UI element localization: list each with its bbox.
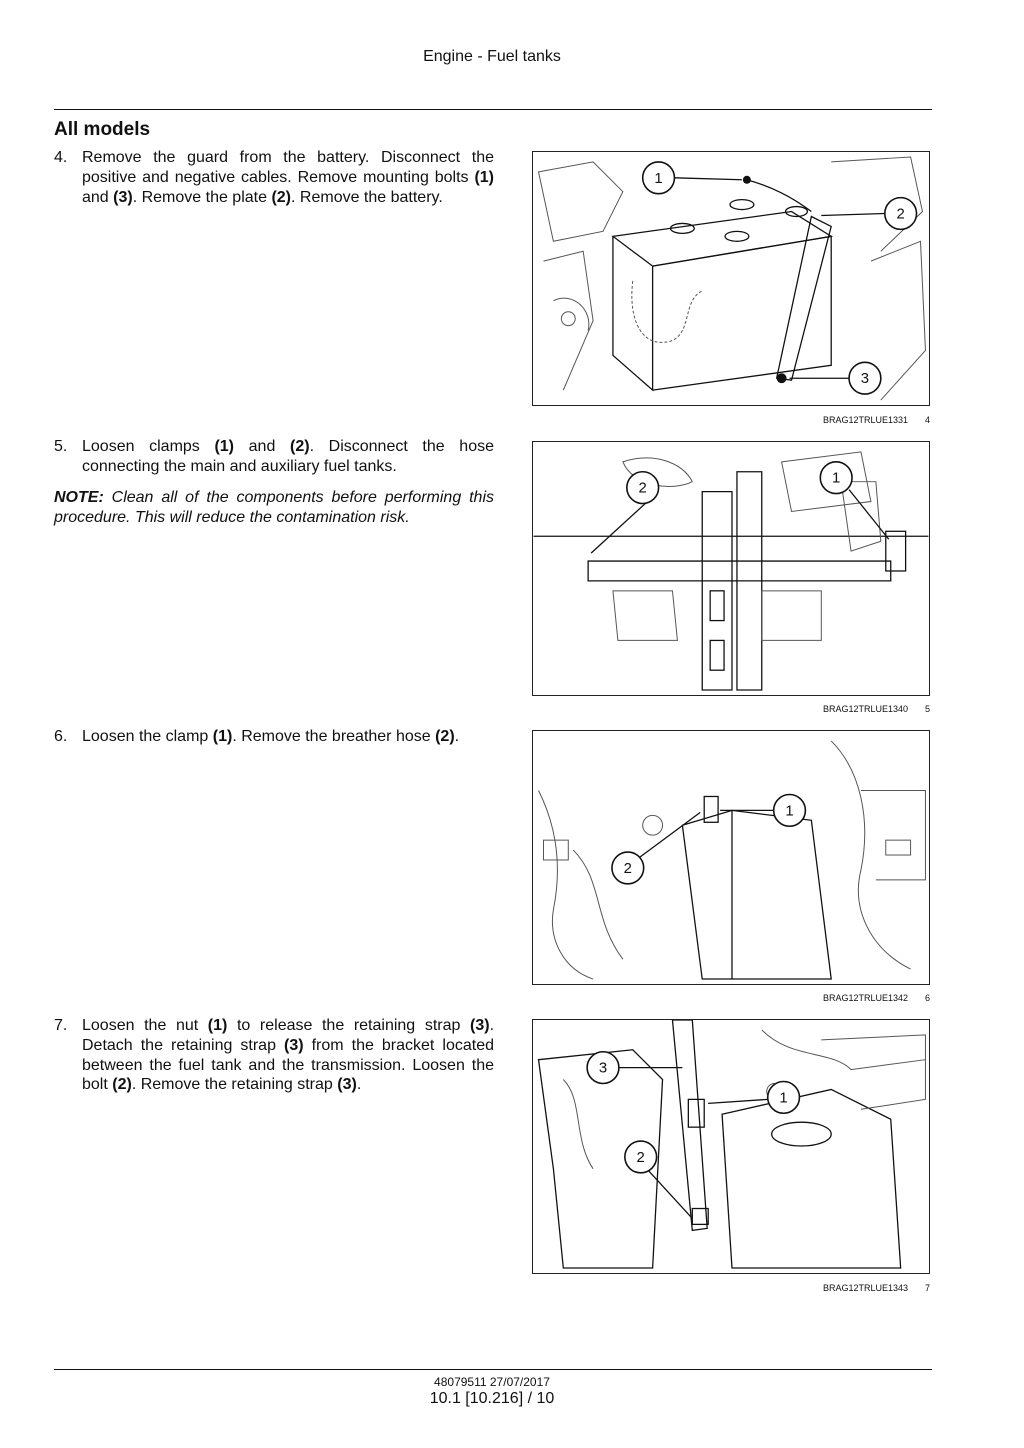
step-text-run: . Remove the battery. [291,188,443,206]
note: NOTE: Clean all of the components before… [54,488,494,528]
step-text-run: and [234,438,290,455]
figure-callout-group: 1 2 [611,793,807,885]
step-4: 4. Remove the guard from the battery. Di… [54,148,494,207]
step-text-run: Remove the guard from the battery. Disco… [82,149,494,186]
step-number: 6. [54,728,68,745]
step-number: 4. [54,149,68,166]
callout-reference: (1) [214,438,235,455]
step-number: 7. [54,1017,68,1034]
figure-number: 6 [924,993,930,1003]
step-5: 5. Loosen clamps (1) and (2). Disconnect… [54,437,494,477]
figure-callout-group: 3 1 2 [586,1050,801,1219]
step-7: 7. Loosen the nut (1) to release the ret… [54,1016,494,1095]
battery-illustration: 1 2 3 [533,152,929,405]
callout-reference: (2) [112,1076,132,1094]
page-header-title: Engine - Fuel tanks [423,48,561,65]
figure-code: BRAG12TRLUE1343 [822,1283,908,1293]
figure-number: 7 [924,1283,930,1293]
callout-reference: (2) [271,188,292,206]
step-text-run: Loosen the clamp [82,728,213,745]
step-text-run: . Disconnect the hose connecting the mai… [82,438,495,475]
step-text: Loosen clamps (1) and (2). Disconnect th… [82,437,494,477]
footer-page-number: 10.1 [10.216] / 10 [429,1390,555,1407]
callout-reference: (3) [337,1076,357,1094]
step-text-run: . [356,1076,362,1094]
step-text-run: and [82,188,114,206]
footer-rule [54,1369,932,1370]
step-6: 6. Loosen the clamp (1). Remove the brea… [54,727,494,747]
callout-label: 3 [861,371,869,387]
step-text-run: . [454,728,460,745]
figure-number: 5 [924,704,930,714]
step-text: Remove the guard from the battery. Disco… [82,148,494,207]
callout-label: 1 [654,171,662,187]
callout-reference: (2) [435,728,455,745]
figure-breather-hose: 1 2 [532,730,930,985]
callout-reference: (3) [470,1017,490,1034]
figure-battery: 1 2 3 [532,151,930,406]
callout-label: 3 [599,1061,607,1077]
callout-reference: (3) [113,188,133,206]
callout-reference: (1) [207,1017,228,1034]
hose-clamps-illustration: 2 1 [533,442,929,695]
figure-callout-group: 2 1 [590,461,890,554]
callout-label: 1 [832,471,840,487]
callout-label: 1 [785,803,793,819]
note-label: NOTE: [54,489,104,506]
figure-code: BRAG12TRLUE1340 [822,704,908,714]
breather-hose-illustration: 1 2 [533,731,929,984]
callout-reference: (1) [212,728,233,745]
step-text-run: . Remove the plate [132,188,272,206]
step-text-run: . Remove the retaining strap [131,1076,338,1094]
footer-document-id: 48079511 27/07/2017 [434,1375,550,1389]
callout-reference: (1) [474,168,494,186]
retaining-strap-illustration: 3 1 2 [533,1020,929,1273]
figure-number: 4 [924,415,930,425]
callout-label: 2 [624,861,632,877]
step-text-run: Loosen clamps [82,438,215,455]
callout-reference: (2) [290,438,310,455]
note-text: Clean all of the components before perfo… [54,489,494,526]
figure-fuel-tank-hose: 2 1 [532,441,930,696]
figure-callout-group: 1 2 3 [641,161,918,395]
step-text-run: from the bracket located between the fue… [82,1036,494,1094]
step-text-run: . Detach the retaining strap [82,1017,495,1054]
figure-code: BRAG12TRLUE1342 [822,993,908,1003]
callout-label: 1 [779,1090,787,1106]
section-title: All models [54,119,151,140]
figure-code: BRAG12TRLUE1331 [822,415,908,425]
callout-label: 2 [637,1150,645,1166]
step-text-run: to release the retaining strap [227,1017,470,1034]
step-number: 5. [54,438,68,455]
step-text: Loosen the clamp (1). Remove the breathe… [82,727,494,747]
header-rule [54,109,932,110]
step-text-run: Loosen the nut [82,1017,208,1034]
step-text: Loosen the nut (1) to release the retain… [82,1016,494,1095]
figure-retaining-strap: 3 1 2 [532,1019,930,1274]
callout-label: 2 [897,206,905,222]
step-text-run: . Remove the breather hose [232,728,436,745]
callout-reference: (3) [284,1036,304,1054]
callout-label: 2 [639,481,647,497]
